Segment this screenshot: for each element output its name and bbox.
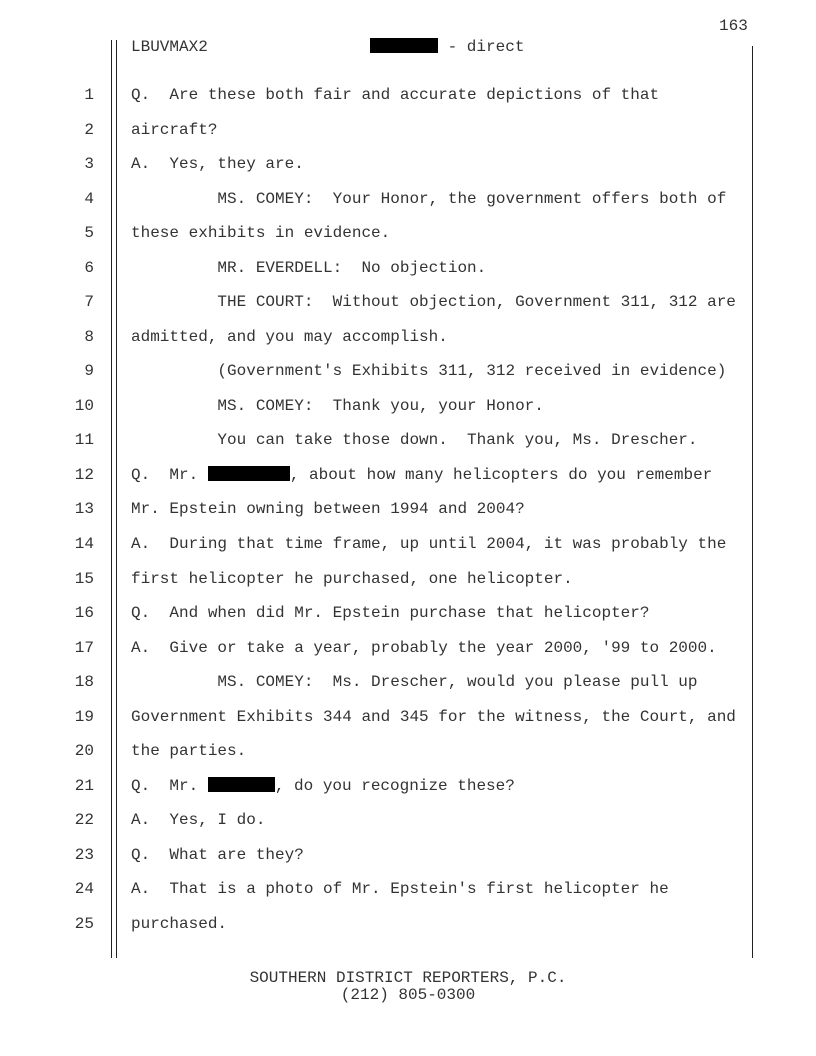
line-number: 15 — [74, 569, 94, 588]
line-number: 25 — [74, 914, 94, 933]
line-number: 7 — [84, 293, 94, 312]
transcript-line: Q. Mr. , about how many helicopters do y… — [131, 465, 713, 484]
redaction-box — [370, 38, 438, 53]
line-number: 3 — [84, 155, 94, 174]
line-text: these exhibits in evidence. — [131, 224, 391, 243]
line-number: 22 — [74, 811, 94, 830]
line-text: Government Exhibits 344 and 345 for the … — [131, 707, 736, 726]
transcript-line: MR. EVERDELL: No objection. — [131, 259, 486, 277]
left-margin-line-inner — [116, 40, 117, 958]
transcript-line: Q. Mr. , do you recognize these? — [131, 776, 515, 795]
line-number: 6 — [84, 258, 94, 277]
transcript-line: You can take those down. Thank you, Ms. … — [131, 431, 698, 450]
line-text: A. Yes, I do. — [131, 811, 266, 830]
line-text: purchased. — [131, 914, 228, 933]
line-text: Q. What are they? — [131, 845, 304, 864]
direct-label: - direct — [438, 38, 525, 56]
transcript-line: (Government's Exhibits 311, 312 received… — [131, 362, 726, 380]
transcript-line: A. Give or take a year, probably the yea… — [131, 639, 717, 657]
transcript-line: MS. COMEY: Your Honor, the government of… — [131, 190, 726, 208]
transcript-line: A. During that time frame, up until 2004… — [131, 535, 726, 553]
line-number: 16 — [74, 604, 94, 623]
right-margin-line — [752, 46, 753, 958]
line-text: (Government's Exhibits 311, 312 received… — [131, 362, 727, 381]
line-text: A. During that time frame, up until 2004… — [131, 535, 727, 554]
transcript-line: Mr. Epstein owning between 1994 and 2004… — [131, 500, 525, 518]
transcript-line: the parties. — [131, 742, 246, 760]
line-number: 24 — [74, 880, 94, 899]
line-text: Q. And when did Mr. Epstein purchase tha… — [131, 604, 650, 623]
transcript-line: Government Exhibits 344 and 345 for the … — [131, 708, 736, 726]
footer-reporter: SOUTHERN DISTRICT REPORTERS, P.C. — [249, 969, 567, 987]
line-number: 14 — [74, 535, 94, 554]
line-text: You can take those down. Thank you, Ms. … — [131, 431, 698, 450]
transcript-line: Q. Are these both fair and accurate depi… — [131, 86, 659, 104]
line-text: Q. Are these both fair and accurate depi… — [131, 86, 660, 104]
line-number: 20 — [74, 742, 94, 761]
line-text: admitted, and you may accomplish. — [131, 327, 448, 346]
transcript-line: Q. What are they? — [131, 846, 304, 864]
line-number: 1 — [84, 86, 94, 104]
line-number: 23 — [74, 845, 94, 864]
line-text: Q. Mr. — [131, 465, 208, 484]
transcript-line: A. Yes, I do. — [131, 811, 265, 829]
transcript-line: aircraft? — [131, 121, 217, 139]
page-number: 163 — [719, 17, 748, 35]
transcript-line: admitted, and you may accomplish. — [131, 328, 448, 346]
transcript-line: MS. COMEY: Ms. Drescher, would you pleas… — [131, 673, 698, 692]
transcript-line: MS. COMEY: Thank you, your Honor. — [131, 396, 544, 415]
transcript-line: A. That is a photo of Mr. Epstein's firs… — [131, 880, 669, 898]
line-number: 12 — [74, 465, 94, 484]
left-margin-line — [111, 40, 112, 958]
line-number: 8 — [84, 327, 94, 346]
line-number: 18 — [74, 673, 94, 692]
redaction-box — [207, 465, 290, 481]
footer-phone: (212) 805-0300 — [340, 986, 476, 1004]
line-number: 11 — [74, 431, 94, 450]
line-text: the parties. — [131, 742, 247, 761]
line-number: 17 — [74, 638, 94, 657]
line-text: THE COURT: Without objection, Government… — [131, 293, 736, 312]
transcript-line: THE COURT: Without objection, Government… — [131, 293, 736, 311]
line-number: 5 — [84, 224, 94, 243]
line-text: Q. Mr. — [131, 776, 208, 795]
line-number: 10 — [74, 396, 94, 415]
line-number: 13 — [74, 500, 94, 519]
line-text: MR. EVERDELL: No objection. — [131, 258, 487, 277]
line-number: 2 — [84, 120, 94, 139]
line-text: MS. COMEY: Ms. Drescher, would you pleas… — [131, 673, 698, 692]
line-number: 19 — [74, 707, 94, 726]
transcript-line: purchased. — [131, 915, 227, 933]
transcript-line: A. Yes, they are. — [131, 155, 304, 173]
header-witness: - direct — [370, 38, 524, 56]
line-text: Mr. Epstein owning between 1994 and 2004… — [131, 500, 525, 519]
redaction-box — [207, 776, 275, 792]
line-text-after: , about how many helicopters do you reme… — [289, 465, 713, 484]
line-text: A. Give or take a year, probably the yea… — [131, 638, 717, 657]
line-text-after: , do you recognize these? — [274, 776, 515, 795]
line-number: 9 — [84, 362, 94, 381]
transcript-line: first helicopter he purchased, one helic… — [131, 570, 573, 588]
line-number: 4 — [84, 189, 94, 208]
transcript-line: these exhibits in evidence. — [131, 224, 390, 242]
line-text: aircraft? — [131, 120, 218, 139]
line-text: MS. COMEY: Thank you, your Honor. — [131, 396, 544, 415]
line-text: first helicopter he purchased, one helic… — [131, 569, 573, 588]
line-text: MS. COMEY: Your Honor, the government of… — [131, 189, 727, 208]
case-code: LBUVMAX2 — [131, 38, 208, 56]
line-number: 21 — [74, 776, 94, 795]
line-text: A. Yes, they are. — [131, 155, 304, 174]
transcript-line: Q. And when did Mr. Epstein purchase tha… — [131, 604, 649, 622]
line-text: A. That is a photo of Mr. Epstein's firs… — [131, 880, 669, 899]
